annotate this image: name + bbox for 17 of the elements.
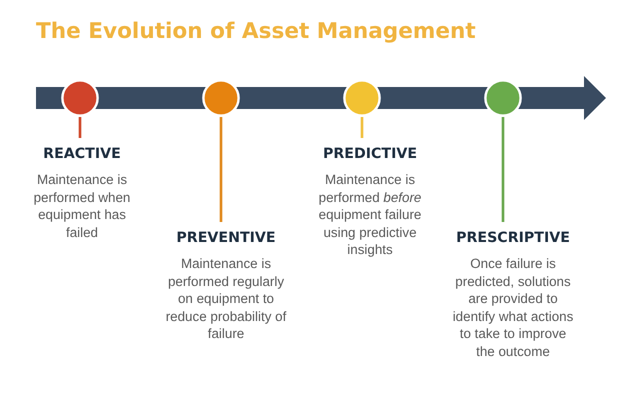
stage-description: Maintenance is performed regularly on equipment to reduce probability of failure — [164, 255, 288, 342]
stage-heading: REACTIVE — [43, 145, 121, 163]
stage-description: Maintenance is performed before equipment failure using predictive insights — [318, 171, 422, 258]
milestone-circle — [343, 79, 381, 117]
leader-line — [360, 117, 364, 138]
leader-line — [502, 117, 504, 222]
milestone-circle — [61, 79, 99, 117]
milestone-circle — [202, 79, 240, 117]
stage-description: Once failure is predicted, solutions are provided to identify what actions to take to improve the outcome — [452, 255, 574, 360]
stage-description: Maintenance is performed when equipment has failed — [32, 171, 132, 241]
stage-heading: PREVENTIVE — [176, 229, 276, 247]
title: The Evolution of Asset Management — [36, 18, 476, 46]
leader-line — [78, 117, 82, 138]
milestone-circle — [484, 79, 522, 117]
leader-line — [220, 117, 222, 222]
stage-heading: PREDICTIVE — [322, 145, 418, 163]
stage-heading: PRESCRIPTIVE — [456, 229, 570, 247]
